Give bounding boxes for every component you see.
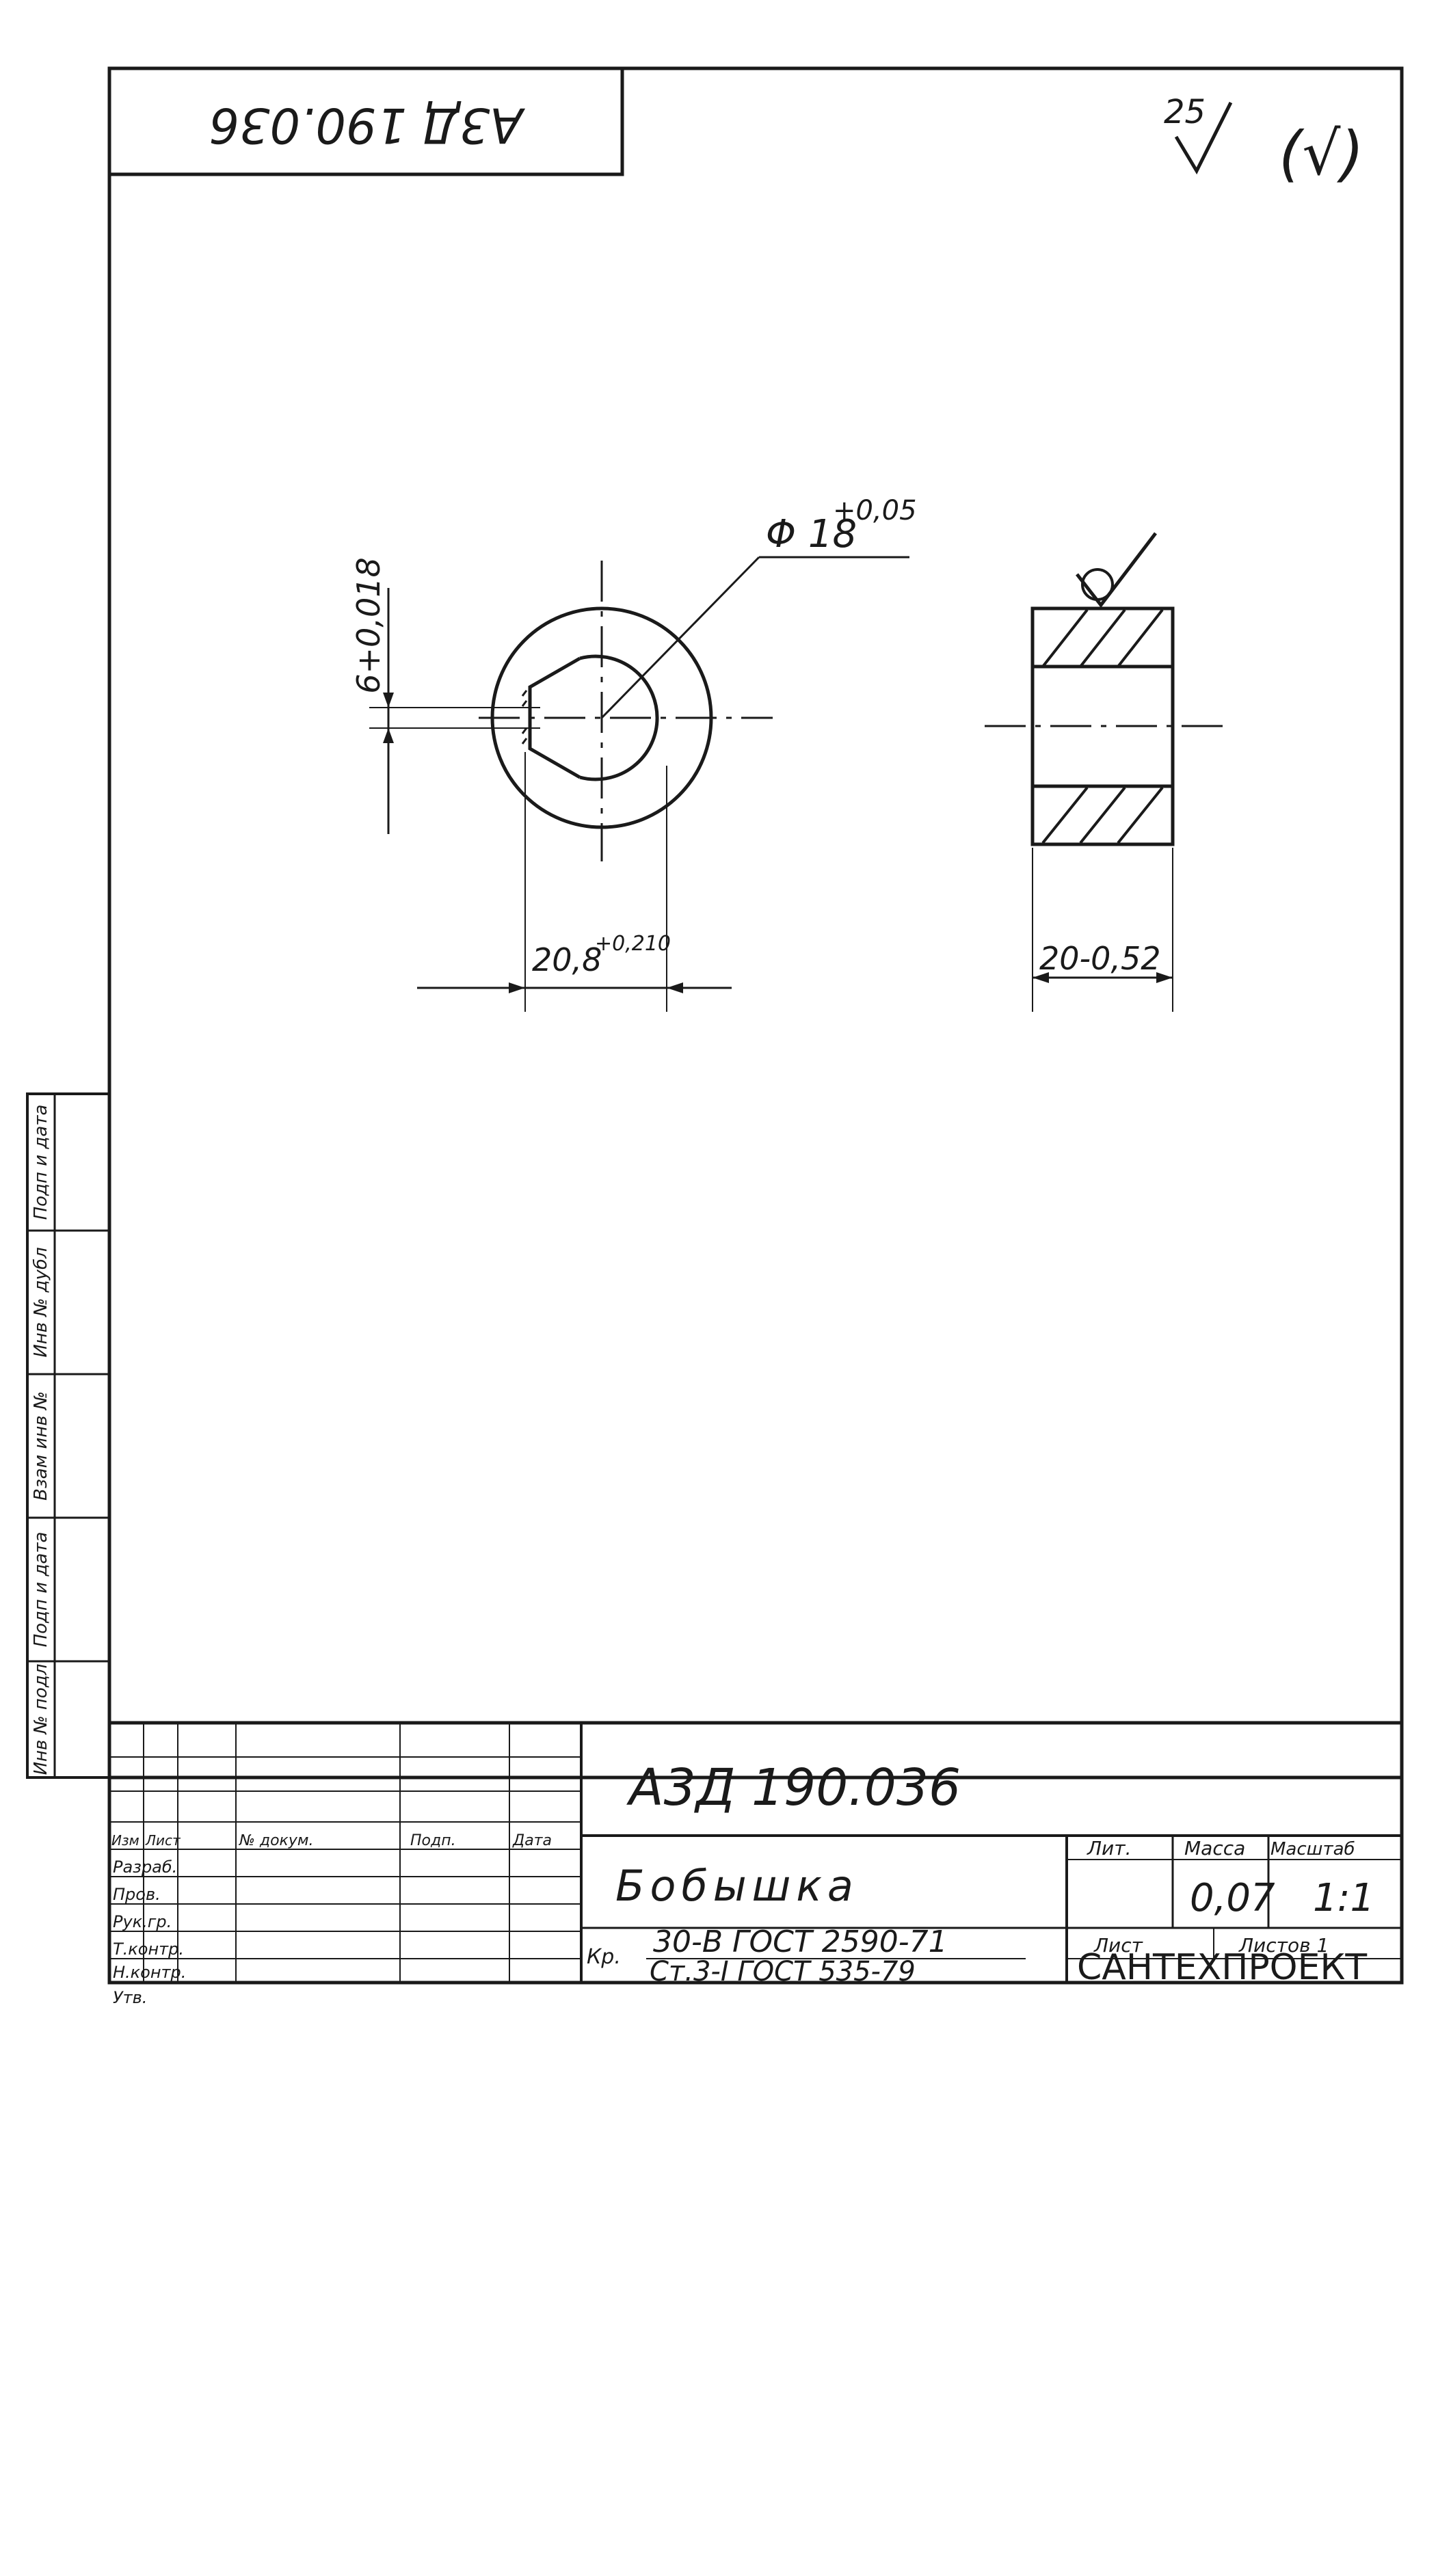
mass-value: 0,07: [1190, 1876, 1275, 1920]
keyway-depth-label: 20,8: [532, 941, 602, 978]
sheet-frame: [107, 66, 1404, 1780]
designation: А3Д 190.036: [626, 1758, 961, 1817]
hatch-bottom: [1041, 786, 1164, 844]
strip-label-4: Подп и дата: [31, 1532, 51, 1648]
surface-finish-value: 25: [1164, 93, 1206, 131]
length-label: 20-0,52: [1039, 940, 1161, 977]
strip-label-1: Подп и дата: [31, 1105, 51, 1220]
finish-check-icon: [1076, 532, 1157, 608]
sign-role-2: Пров.: [113, 1885, 161, 1904]
bore-arc: [579, 654, 659, 781]
sign-role-5: Н.контр.: [113, 1963, 186, 1982]
keyway-depth-tolerance: +0,210: [595, 932, 671, 956]
side-strip: Подп и дата Инв № дубл Взам инв № Подп и…: [26, 1092, 111, 1779]
rotated-stamp: А3Д 190.036: [107, 66, 624, 176]
rotated-stamp-text: А3Д 190.036: [209, 97, 526, 153]
strip-label-3: Взам инв №: [31, 1391, 51, 1501]
col-mass: Масса: [1184, 1837, 1245, 1860]
sign-role-6: Утв.: [113, 1988, 147, 2007]
signature-grid: [109, 1723, 581, 1983]
sign-role-3: Рук.гр.: [113, 1912, 172, 1931]
sign-role-1: Разраб.: [113, 1857, 177, 1877]
title-block: Изм Лист № докум. Подп. Дата Разраб. Про…: [107, 1721, 1404, 2007]
surface-finish-bracket: (√): [1279, 118, 1364, 189]
side-view: 20-0,52: [985, 532, 1224, 1012]
material-prefix: Кр.: [587, 1945, 621, 1969]
bore-tolerance-label: +0,05: [833, 495, 917, 526]
sign-header-izm: Изм: [111, 1832, 139, 1849]
material-line-2: Ст.3-I ГОСТ 535-79: [650, 1956, 916, 1987]
col-scale: Масштаб: [1270, 1839, 1355, 1860]
surface-finish-mark: 25 (√): [1164, 93, 1364, 189]
material-line-1: 30-В ГОСТ 2590-71: [653, 1924, 948, 1959]
sign-role-4: Т.контр.: [113, 1940, 184, 1959]
sheets-label: Листов 1: [1238, 1934, 1329, 1957]
diameter-leader: [600, 556, 760, 719]
col-lit: Лит.: [1087, 1837, 1131, 1860]
bore-diameter-label: Φ 18: [766, 512, 857, 556]
sign-header-date: Дата: [512, 1832, 552, 1849]
organization: САНТЕХПРОЕКТ: [1077, 1947, 1367, 1988]
sign-header-doc: № докум.: [239, 1832, 313, 1849]
keyway-width-label: 6+0,018: [350, 557, 387, 694]
strip-label-2: Инв № дубл: [31, 1247, 51, 1357]
side-outline: [1030, 606, 1175, 846]
strip-label-5: Инв № подл: [31, 1664, 51, 1775]
hatch-top: [1041, 608, 1164, 668]
part-name: Бобышка: [615, 1861, 859, 1911]
scale-value: 1:1: [1313, 1876, 1374, 1920]
checkmark-icon: [1174, 101, 1233, 175]
front-view: Φ 18 +0,05 6+0,018 20,8 +0,210: [350, 495, 917, 1012]
sign-header-sign: Подп.: [410, 1832, 456, 1849]
sign-header-list: Лист: [145, 1832, 181, 1849]
sheet-label: Лист: [1093, 1934, 1143, 1957]
